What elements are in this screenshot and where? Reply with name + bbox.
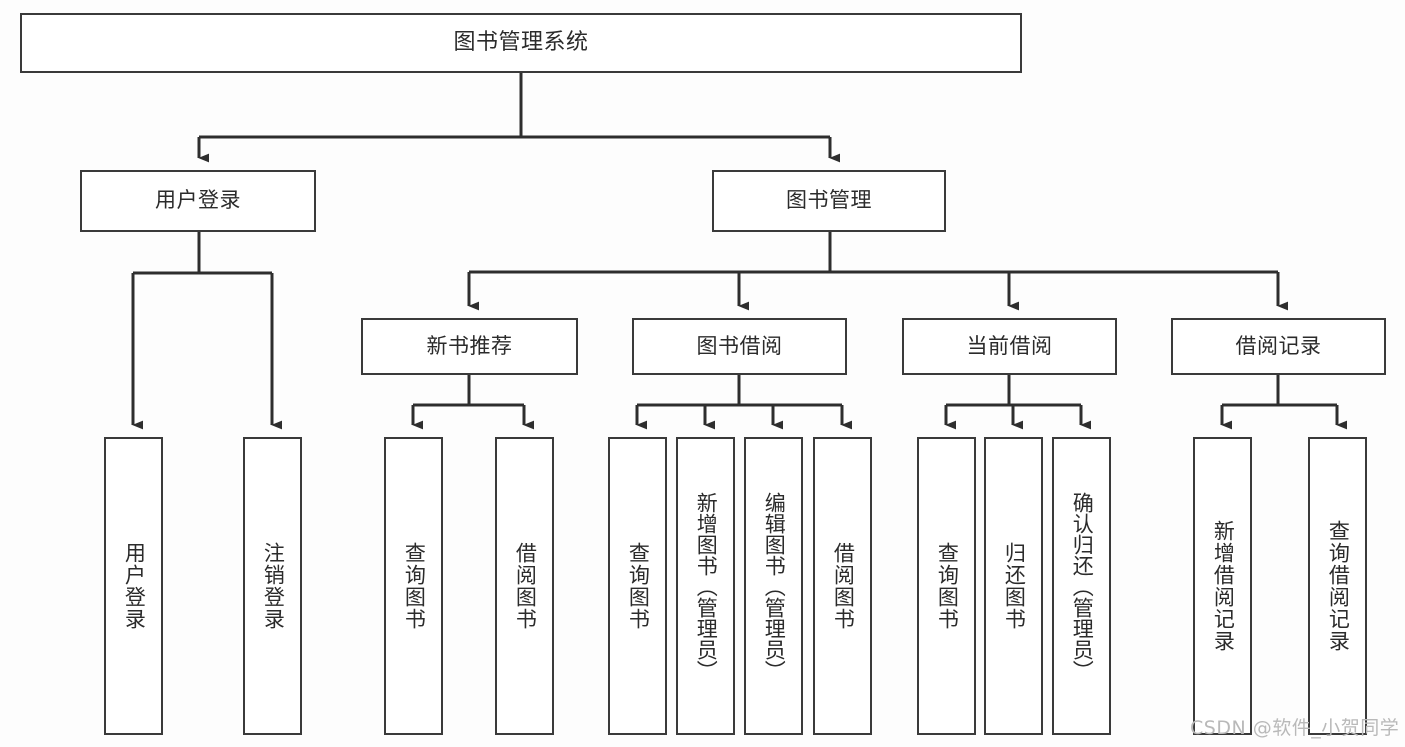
- node-label: 确认归还（管理员）: [1070, 491, 1095, 681]
- node-label: 新增图书（管理员）: [694, 491, 719, 681]
- node-leaf-user-login[interactable]: 用户登录: [104, 437, 163, 735]
- node-leaf-borrow-book-1[interactable]: 借阅图书: [495, 437, 554, 735]
- node-leaf-return-book[interactable]: 归还图书: [984, 437, 1043, 735]
- node-label: 图书借阅: [696, 333, 783, 358]
- node-leaf-borrow-book-2[interactable]: 借阅图书: [813, 437, 872, 735]
- node-label: 用户登录: [155, 188, 241, 213]
- node-label: 图书管理系统: [453, 29, 589, 55]
- node-book-manage[interactable]: 图书管理: [712, 170, 946, 232]
- node-label: 新书推荐: [426, 333, 513, 358]
- node-label: 借阅图书: [513, 542, 538, 630]
- node-label: 查询图书: [626, 542, 651, 630]
- node-leaf-query-record[interactable]: 查询借阅记录: [1308, 437, 1367, 735]
- node-leaf-edit-book[interactable]: 编辑图书（管理员）: [744, 437, 803, 735]
- node-user-login[interactable]: 用户登录: [80, 170, 316, 232]
- node-label: 新增借阅记录: [1211, 520, 1236, 652]
- node-leaf-add-book[interactable]: 新增图书（管理员）: [676, 437, 735, 735]
- node-leaf-query-book-1[interactable]: 查询图书: [384, 437, 443, 735]
- node-current-borrow[interactable]: 当前借阅: [902, 318, 1117, 375]
- node-label: 编辑图书（管理员）: [762, 491, 787, 681]
- node-label: 查询图书: [402, 542, 427, 630]
- node-book-borrow[interactable]: 图书借阅: [632, 318, 847, 375]
- node-leaf-query-book-3[interactable]: 查询图书: [917, 437, 976, 735]
- node-label: 注销登录: [261, 542, 286, 630]
- watermark-text: CSDN @软件_小贺同学: [1190, 717, 1400, 739]
- node-label: 查询借阅记录: [1326, 520, 1351, 652]
- node-leaf-add-record[interactable]: 新增借阅记录: [1193, 437, 1252, 735]
- node-leaf-logout-login[interactable]: 注销登录: [243, 437, 302, 735]
- node-label: 当前借阅: [966, 333, 1053, 358]
- node-root-system[interactable]: 图书管理系统: [20, 13, 1022, 73]
- node-borrow-record[interactable]: 借阅记录: [1171, 318, 1386, 375]
- node-label: 借阅图书: [831, 542, 856, 630]
- node-leaf-query-book-2[interactable]: 查询图书: [608, 437, 667, 735]
- node-label: 借阅记录: [1235, 333, 1322, 358]
- node-label: 查询图书: [935, 542, 960, 630]
- node-label: 用户登录: [122, 542, 147, 630]
- node-leaf-confirm-return[interactable]: 确认归还（管理员）: [1052, 437, 1111, 735]
- node-label: 归还图书: [1002, 542, 1027, 630]
- node-new-book-recommend[interactable]: 新书推荐: [361, 318, 578, 375]
- node-label: 图书管理: [786, 188, 872, 213]
